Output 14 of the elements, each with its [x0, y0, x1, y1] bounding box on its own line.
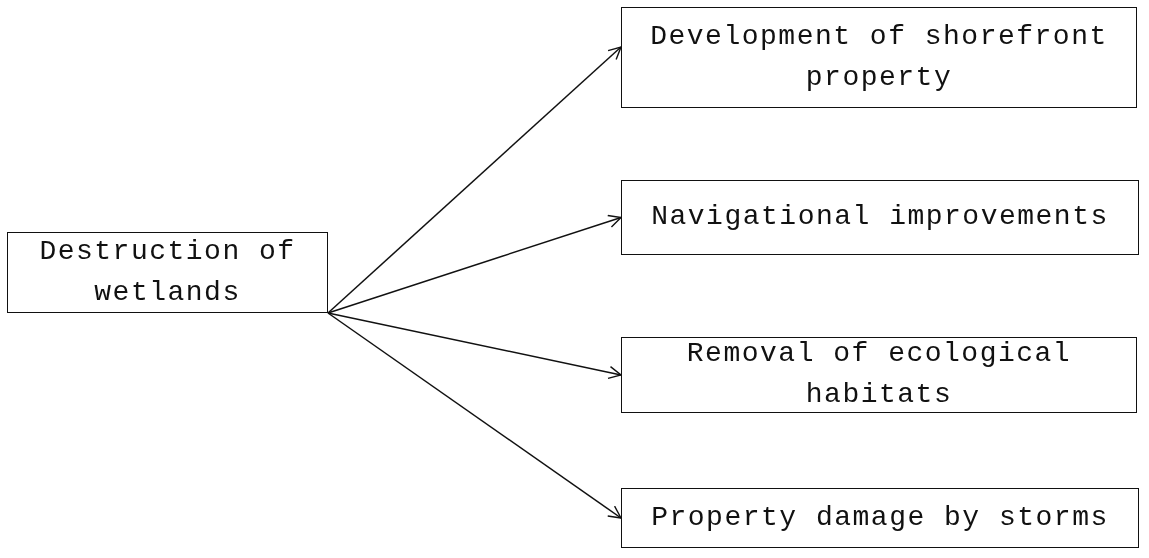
process-box — [621, 7, 1137, 108]
process-box — [621, 180, 1139, 255]
box-label: Development of shorefront property — [649, 19, 1109, 95]
box-label: Navigational improvements — [650, 200, 1110, 235]
box-label: Removal of ecological habitats — [685, 337, 1073, 412]
arrow — [327, 46, 622, 314]
arrow — [327, 214, 622, 314]
arrow — [327, 312, 622, 380]
box-label: Destruction of wetlands — [38, 234, 297, 310]
box-label: Property damage by storms — [650, 500, 1110, 535]
process-box — [7, 232, 328, 313]
process-box — [621, 337, 1137, 413]
arrow — [327, 312, 622, 519]
process-box — [621, 488, 1139, 548]
